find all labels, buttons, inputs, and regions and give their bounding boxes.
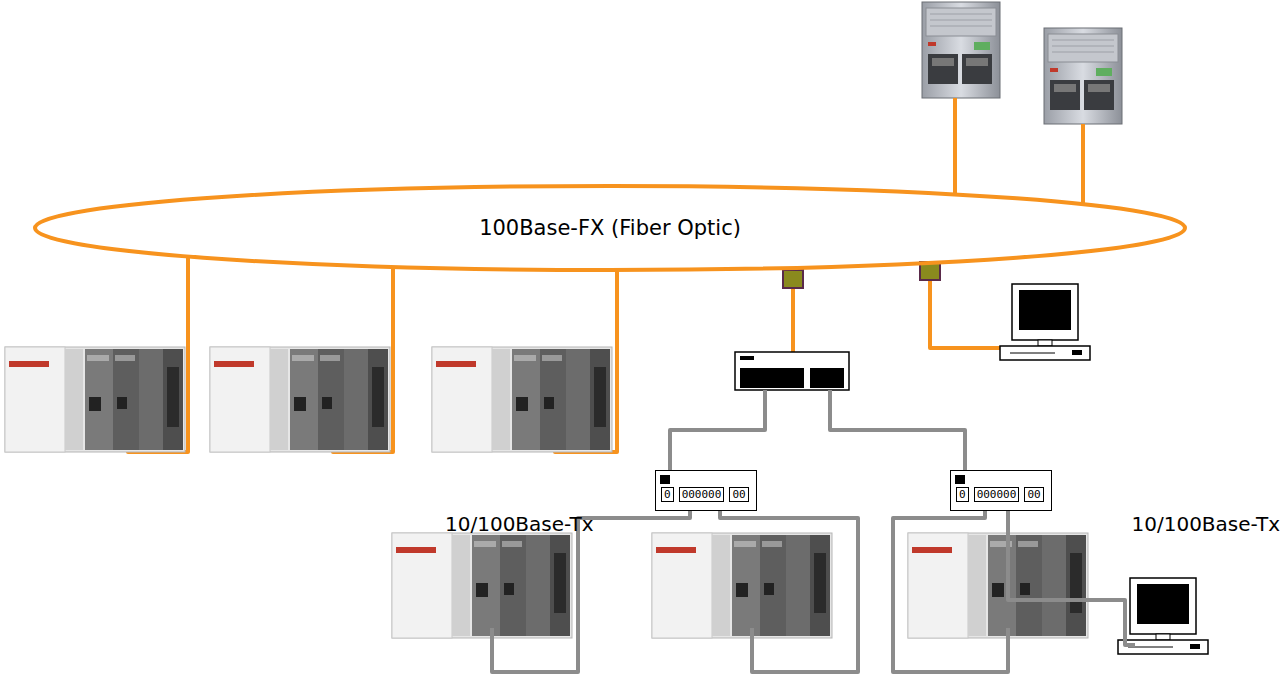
port-group: 0	[661, 487, 674, 502]
port-row: 000000000	[956, 487, 1046, 502]
port-group: 000000	[974, 487, 1020, 502]
status-led	[660, 475, 670, 484]
port-group: 00	[729, 487, 748, 502]
port-group: 000000	[679, 487, 725, 502]
port-row: 000000000	[661, 487, 751, 502]
fiber-ring: 100Base-FX (Fiber Optic)	[32, 183, 1188, 273]
ring-label: 100Base-FX (Fiber Optic)	[475, 216, 745, 240]
status-led	[955, 475, 965, 484]
media-label: 10/100Base-Tx	[445, 512, 594, 536]
port-group: 00	[1024, 487, 1043, 502]
ethernet-switch: 000000000	[950, 470, 1052, 511]
media-label: 10/100Base-Tx	[1132, 512, 1281, 536]
port-group: 0	[956, 487, 969, 502]
ethernet-switch: 000000000	[655, 470, 757, 511]
